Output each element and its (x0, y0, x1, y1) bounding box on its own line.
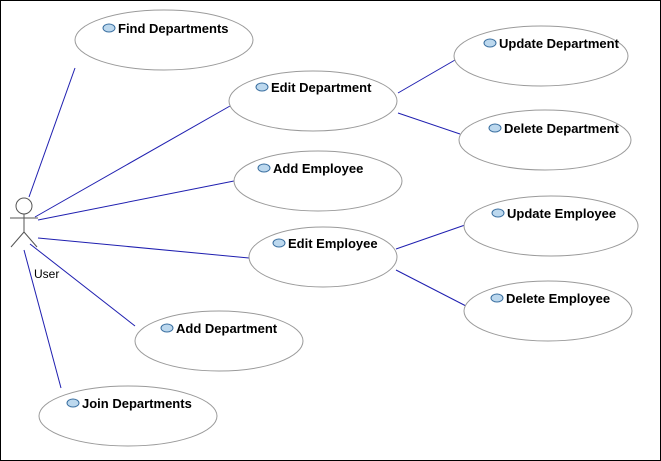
association-user-find-departments (28, 67, 76, 198)
use-case-icon (255, 82, 269, 92)
association-edit-update-department (397, 59, 456, 94)
use-case-update-employee[interactable]: Update Employee (463, 195, 639, 257)
use-case-label: Join Departments (82, 396, 192, 411)
use-case-edit-department[interactable]: Edit Department (228, 70, 398, 132)
use-case-label: Add Department (176, 321, 278, 336)
use-case-label: Update Employee (507, 206, 616, 221)
actor-user[interactable]: User (10, 197, 59, 281)
use-case-ellipse (228, 70, 398, 132)
use-case-ellipse (458, 109, 632, 171)
use-case-icon (483, 38, 497, 48)
actor-label: User (34, 267, 59, 281)
association-user-edit-department (34, 105, 231, 218)
use-case-ellipse (74, 9, 254, 71)
use-case-ellipse (463, 195, 639, 257)
use-case-label: Find Departments (118, 21, 229, 36)
use-case-label: Add Employee (273, 161, 363, 176)
use-case-icon (66, 398, 80, 408)
use-case-label: Edit Employee (288, 236, 378, 251)
use-case-delete-employee[interactable]: Delete Employee (463, 280, 633, 342)
use-case-find-departments[interactable]: Find Departments (74, 9, 254, 71)
association-user-add-employee (37, 180, 235, 221)
use-case-add-department[interactable]: Add Department (134, 310, 304, 372)
use-case-icon (491, 208, 505, 218)
use-case-icon (488, 123, 502, 133)
use-case-edit-employee[interactable]: Edit Employee (248, 226, 398, 288)
use-case-label: Edit Department (271, 80, 372, 95)
association-user-join-departments (23, 249, 62, 389)
use-case-icon (257, 163, 271, 173)
use-case-ellipse (134, 310, 304, 372)
use-case-ellipse (248, 226, 398, 288)
use-case-icon (102, 23, 116, 33)
association-edit-delete-department (397, 112, 461, 135)
use-case-icon (160, 323, 174, 333)
use-case-ellipse (38, 385, 218, 447)
use-case-ellipse (463, 280, 633, 342)
association-lines (23, 59, 467, 389)
use-case-join-departments[interactable]: Join Departments (38, 385, 218, 447)
use-case-delete-department[interactable]: Delete Department (458, 109, 632, 171)
use-case-ellipse (453, 25, 629, 87)
use-case-ellipse (233, 150, 403, 212)
association-user-add-department (29, 243, 136, 327)
association-edit-update-employee (395, 224, 466, 250)
association-user-edit-employee (37, 237, 250, 259)
actor-left-leg (10, 231, 25, 248)
use-case-icon (272, 238, 286, 248)
association-edit-delete-employee (395, 269, 467, 307)
use-case-label: Delete Employee (506, 291, 610, 306)
actor-head (15, 197, 33, 215)
use-case-add-employee[interactable]: Add Employee (233, 150, 403, 212)
use-case-label: Delete Department (504, 121, 620, 136)
actor-right-leg (23, 231, 38, 248)
use-case-icon (490, 293, 504, 303)
use-case-label: Update Department (499, 36, 620, 51)
use-case-update-department[interactable]: Update Department (453, 25, 629, 87)
